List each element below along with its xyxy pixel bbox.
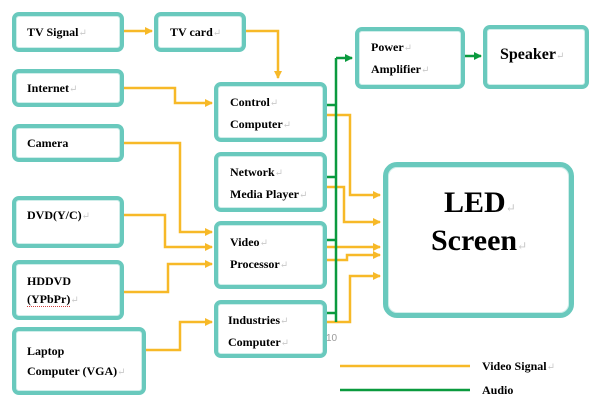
tv-signal-box bbox=[12, 12, 124, 52]
speaker-box bbox=[483, 25, 589, 89]
led-screen-box bbox=[383, 162, 574, 318]
industries-computer-box bbox=[214, 300, 327, 358]
led-label: LED↵ bbox=[444, 186, 516, 219]
network-media-player-box bbox=[214, 152, 327, 212]
link-hddvd-video bbox=[124, 260, 213, 294]
power-amplifier-box bbox=[355, 27, 465, 89]
link-dvd-video bbox=[124, 213, 213, 251]
laptop-box bbox=[12, 327, 146, 395]
dvd-label: DVD(Y/C)↵ bbox=[27, 208, 91, 222]
link-control-led bbox=[327, 113, 381, 199]
hddvd-box bbox=[12, 260, 124, 320]
video-processor-box bbox=[214, 221, 327, 289]
camera-box bbox=[12, 124, 124, 162]
tv-card-box bbox=[154, 12, 246, 52]
camera-label: Camera bbox=[27, 136, 69, 150]
legend-video-signal-label: Video Signal↵ bbox=[482, 359, 555, 373]
power-amplifier-label: Power↵Amplifier↵ bbox=[371, 40, 430, 76]
legend-audio-label: Audio bbox=[482, 383, 514, 397]
screen-label: Screen↵ bbox=[431, 224, 528, 257]
control-computer-box bbox=[214, 82, 327, 142]
control-computer-label: Control↵Computer↵ bbox=[230, 95, 292, 131]
internet-box bbox=[12, 69, 124, 107]
link-tvcard-control bbox=[246, 29, 282, 79]
link-camera-video bbox=[124, 141, 213, 236]
link-laptop-industries bbox=[146, 318, 213, 352]
video-processor-label: Video↵Processor↵ bbox=[230, 235, 289, 271]
link-industries-led bbox=[327, 272, 381, 324]
link-internet-control bbox=[124, 86, 213, 107]
tv-card-label: TV card↵ bbox=[170, 25, 222, 39]
speaker-label: Speaker↵ bbox=[500, 46, 565, 63]
tv-signal-label: TV Signal↵ bbox=[27, 25, 87, 39]
internet-label: Internet↵ bbox=[27, 81, 78, 95]
hddvd-label: HDDVD(YPbPr)↵ bbox=[27, 274, 79, 307]
industries-computer-label: Industries↵Computer↵ bbox=[228, 313, 290, 349]
page-number: 10 bbox=[326, 333, 338, 344]
dvd-box bbox=[12, 196, 124, 248]
network-media-player-label: Network↵Media Player↵ bbox=[230, 165, 308, 201]
